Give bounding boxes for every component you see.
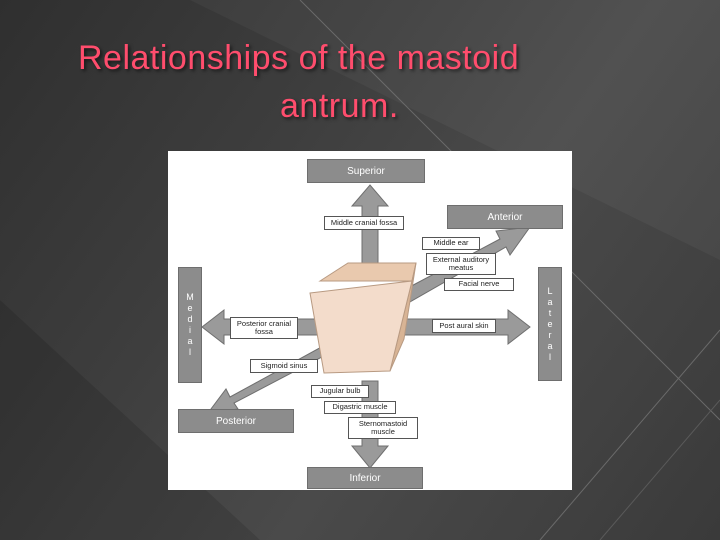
label-middle-cranial-fossa: Middle cranial fossa [324,216,404,230]
lateral-letter: L [547,285,553,296]
label-middle-ear: Middle ear [422,237,480,250]
direction-superior-label: Superior [347,165,385,177]
antrum-block-top [318,262,417,282]
slide-title-line-2: antrum. [280,87,399,125]
slide-title-line-1: Relationships of the mastoid [78,39,520,77]
label-facial-nerve: Facial nerve [444,278,514,291]
medial-letter: i [189,325,191,335]
diagram-arrows [201,184,532,469]
label-jugular-bulb: Jugular bulb [311,385,369,398]
direction-inferior-label: Inferior [349,472,381,484]
medial-letter: M [186,292,194,302]
antrum-block-front [309,280,413,374]
direction-anterior-label: Anterior [487,211,523,223]
label-digastric-muscle: Digastric muscle [324,401,396,414]
lateral-letter: a [547,296,553,307]
medial-letter: e [187,303,193,313]
lateral-letter: l [549,351,551,362]
direction-posterior: Posterior [178,409,294,433]
direction-lateral: L a t e r a l [538,267,562,381]
lateral-letter: e [547,318,553,329]
label-post-aural-skin: Post aural skin [432,319,496,333]
lateral-letter: r [548,329,552,340]
label-sternomastoid-muscle: Sternomastoid muscle [348,417,418,439]
lateral-letter: t [548,307,552,318]
direction-superior: Superior [307,159,425,183]
label-posterior-cranial-fossa: Posterior cranial fossa [230,317,298,339]
direction-anterior: Anterior [447,205,563,229]
direction-inferior: Inferior [307,467,423,489]
diagram-panel: Superior Anterior M e d i a l L a t e r … [168,151,572,490]
label-external-auditory-meatus: External auditory meatus [426,253,496,275]
lateral-letter: a [547,340,553,351]
medial-letter: d [187,314,193,324]
direction-posterior-label: Posterior [215,415,256,427]
medial-letter: a [187,336,193,346]
slide-title: Relationships of the mastoid antrum. [60,34,620,130]
label-sigmoid-sinus: Sigmoid sinus [250,359,318,373]
direction-medial: M e d i a l [178,267,202,383]
medial-letter: l [189,347,191,357]
